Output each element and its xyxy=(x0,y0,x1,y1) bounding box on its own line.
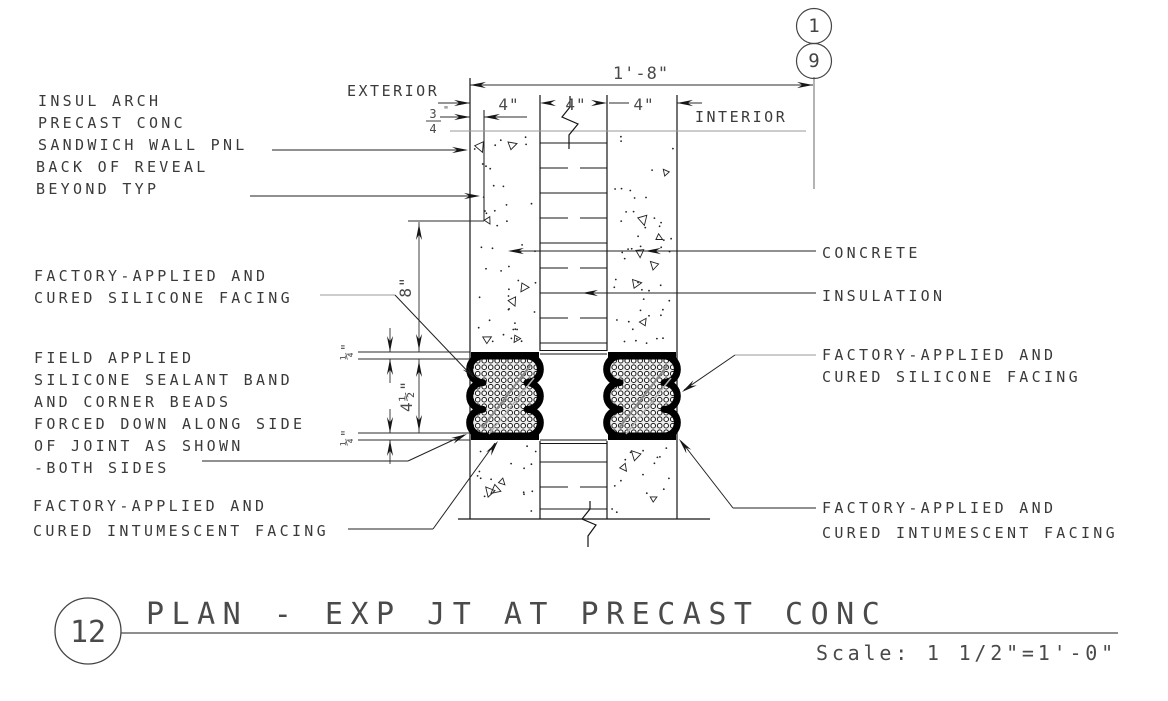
callout-silicone-right-line2: CURED SILICONE FACING xyxy=(822,368,1081,386)
title-block: 12 PLAN - EXP JT AT PRECAST CONC Scale: … xyxy=(54,597,1118,665)
callout-intumescent-right-line2: CURED INTUMESCENT FACING xyxy=(822,524,1118,542)
callout-silicone-right-line1: FACTORY-APPLIED AND xyxy=(822,346,1056,364)
callout-intumescent-right-line1: FACTORY-APPLIED AND xyxy=(822,499,1056,517)
callout-silicone-left-line2: CURED SILICONE FACING xyxy=(34,289,293,307)
callout-sealant-band-line4: FORCED DOWN ALONG SIDE xyxy=(34,415,305,433)
callout-intumescent-left-line1: FACTORY-APPLIED AND xyxy=(33,497,267,515)
callout-reveal-line1: BACK OF REVEAL xyxy=(36,158,209,176)
callout-reveal-line2: BEYOND TYP xyxy=(36,180,159,198)
sealant-joint-right xyxy=(603,352,681,440)
callout-sealant-band-line5: OF JOINT AS SHOWN xyxy=(34,437,244,455)
detail-ref-number: 1 xyxy=(808,15,819,37)
dimension-lines xyxy=(358,84,813,464)
concrete-stipple xyxy=(473,135,674,514)
sheet-ref-circle xyxy=(795,42,833,80)
callout-silicone-left-line1: FACTORY-APPLIED AND xyxy=(34,267,268,285)
callouts-left: INSUL ARCH PRECAST CONC SANDWICH WALL PN… xyxy=(33,92,329,540)
facing-top-dim: ¼" xyxy=(340,342,355,360)
detail-title: PLAN - EXP JT AT PRECAST CONC xyxy=(146,597,887,632)
arrowheads xyxy=(386,81,813,456)
sealant-joint-left xyxy=(466,352,544,440)
callout-sealant-band-line1: FIELD APPLIED xyxy=(34,349,194,367)
interior-label: INTERIOR xyxy=(695,108,787,126)
reveal-dim-denominator: 4 xyxy=(429,122,436,136)
wall-linework xyxy=(450,77,815,520)
callout-sealant-band-line6: -BOTH SIDES xyxy=(34,459,170,477)
bay-dim-interior-wythe: 4" xyxy=(633,95,654,114)
break-mark-top xyxy=(561,96,579,149)
leader-lines xyxy=(202,149,816,530)
callout-sealant-band-line2: SILICONE SEALANT BAND xyxy=(34,371,293,389)
reveal-dim-inch-mark: " xyxy=(443,105,449,116)
callout-wall-panel-line2: PRECAST CONC xyxy=(38,114,186,132)
joint-offset-dim: 8" xyxy=(396,276,415,297)
bay-dim-insulation: 4" xyxy=(565,95,586,114)
exterior-label: EXTERIOR xyxy=(347,82,439,100)
callout-wall-panel-line1: INSUL ARCH xyxy=(38,92,161,110)
detail-number: 12 xyxy=(70,615,106,650)
sheet-ref-bubbles: 1 9 xyxy=(795,7,833,80)
break-mark-bottom xyxy=(581,501,597,547)
scale-note: Scale: 1 1/2"=1'-0" xyxy=(816,641,1117,665)
facing-bottom-dim: ¼" xyxy=(340,428,355,446)
callout-intumescent-left-line2: CURED INTUMESCENT FACING xyxy=(33,522,329,540)
sheet-ref-number: 9 xyxy=(808,50,819,72)
insulation-hatch xyxy=(540,142,607,510)
callout-concrete: CONCRETE xyxy=(822,244,921,262)
joint-height-dim: 4½" xyxy=(397,380,416,412)
reveal-dim-numerator: 3 xyxy=(429,107,436,121)
bay-dim-exterior-wythe: 4" xyxy=(498,95,519,114)
callout-insulation: INSULATION xyxy=(822,287,945,305)
detail-number-bubble xyxy=(54,597,122,665)
overall-dim: 1'-8" xyxy=(613,64,669,84)
callout-wall-panel-line3: SANDWICH WALL PNL xyxy=(38,136,248,154)
callouts-right: CONCRETE INSULATION FACTORY-APPLIED AND … xyxy=(822,244,1118,542)
callout-sealant-band-line3: AND CORNER BEADS xyxy=(34,393,231,411)
dimension-texts: 1'-8" 4" 4" 4" 3 4 " 8" ¼" 4½" ¼" xyxy=(340,64,669,446)
